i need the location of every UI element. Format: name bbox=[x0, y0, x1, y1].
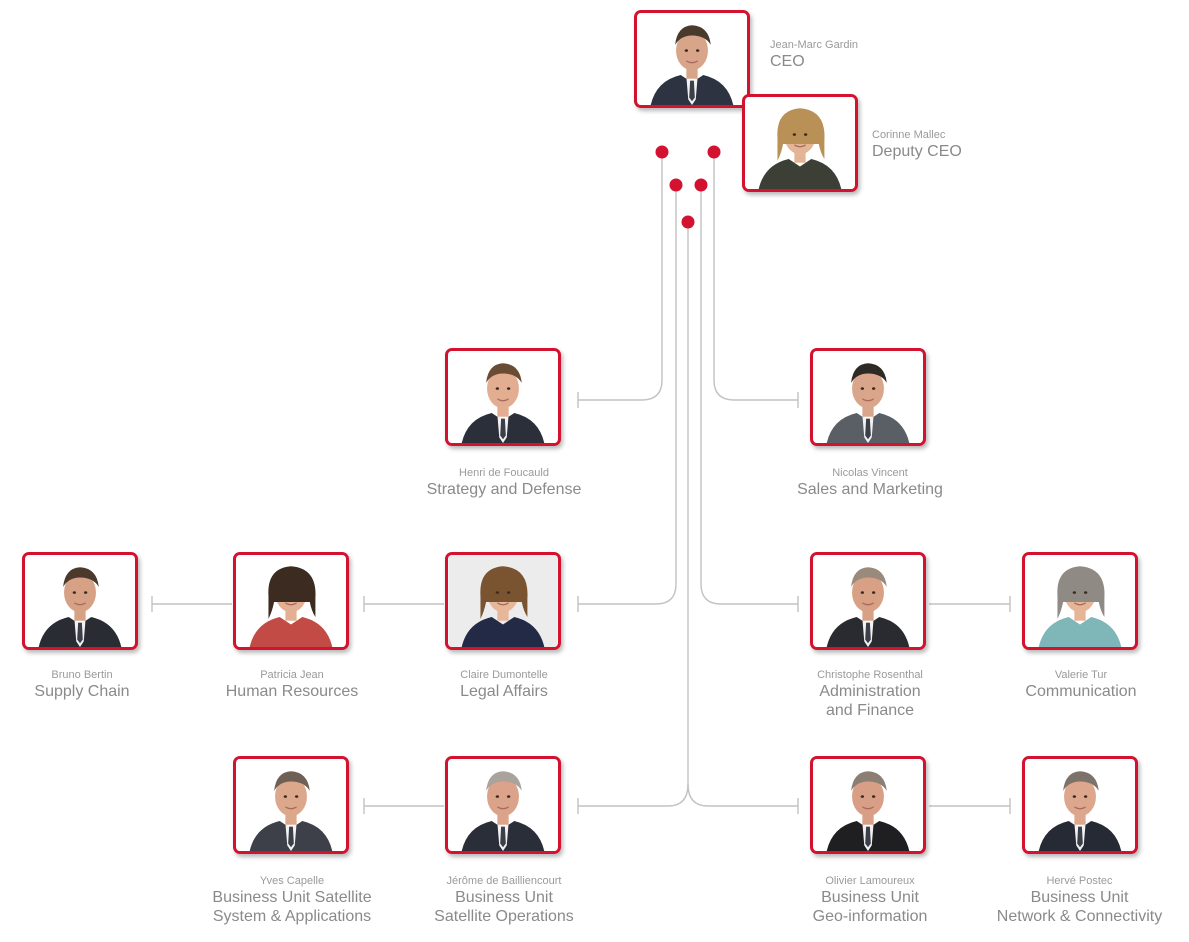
person-photo bbox=[22, 552, 138, 650]
person-photo bbox=[445, 552, 561, 650]
person-name: Patricia Jean bbox=[260, 669, 324, 681]
person-role-line: Deputy CEO bbox=[872, 143, 962, 160]
person-photo bbox=[634, 10, 750, 108]
person-name: Jérôme de Bailliencourt bbox=[446, 875, 562, 887]
portrait-6 bbox=[448, 555, 558, 647]
person-role-line: Network & Connectivity bbox=[996, 908, 1163, 925]
person-photo bbox=[810, 552, 926, 650]
portrait-8 bbox=[1025, 555, 1135, 647]
person-photo bbox=[233, 756, 349, 854]
person-role-line: Strategy and Defense bbox=[426, 481, 582, 498]
person-name: Hervé Postec bbox=[1046, 875, 1113, 887]
person-role-line: Business Unit bbox=[455, 889, 553, 906]
connector-dots bbox=[655, 145, 721, 229]
person-name: Corinne Mallec bbox=[872, 129, 946, 141]
connector-sales bbox=[713, 152, 798, 401]
connector-admin bbox=[700, 185, 798, 605]
person-role-line: Sales and Marketing bbox=[797, 481, 943, 498]
person-name: Valerie Tur bbox=[1054, 669, 1108, 681]
dot-strategy bbox=[655, 145, 669, 159]
person-role-line: and Finance bbox=[825, 702, 915, 719]
person-name: Nicolas Vincent bbox=[832, 467, 908, 479]
dot-legal bbox=[669, 178, 683, 192]
connector-bu bbox=[578, 222, 689, 807]
person-photo bbox=[445, 756, 561, 854]
person-role-line: Geo-information bbox=[812, 908, 928, 925]
person-role-line: Human Resources bbox=[225, 683, 359, 700]
person-photo bbox=[445, 348, 561, 446]
person-role-line: Business Unit bbox=[821, 889, 919, 906]
connector-bu-right bbox=[687, 783, 798, 807]
person-name: Henri de Foucauld bbox=[459, 467, 549, 479]
dot-business-units bbox=[681, 215, 695, 229]
portrait-10 bbox=[448, 759, 558, 851]
portrait-1 bbox=[745, 97, 855, 189]
person-name: Claire Dumontelle bbox=[460, 669, 548, 681]
person-photo bbox=[1022, 552, 1138, 650]
portrait-3 bbox=[813, 351, 923, 443]
dot-admin bbox=[694, 178, 708, 192]
connector-legal bbox=[578, 185, 677, 605]
person-role-line: Supply Chain bbox=[34, 683, 130, 700]
portrait-7 bbox=[813, 555, 923, 647]
person-role-line: Business Unit bbox=[1030, 889, 1129, 906]
person-name: Yves Capelle bbox=[259, 875, 325, 887]
person-role-line: Communication bbox=[1025, 683, 1137, 700]
connector-strategy bbox=[578, 152, 663, 401]
person-role-line: Legal Affairs bbox=[460, 683, 548, 700]
person-photo bbox=[810, 756, 926, 854]
portrait-9 bbox=[236, 759, 346, 851]
person-role-line: Satellite Operations bbox=[434, 908, 574, 925]
person-role-line: System & Applications bbox=[212, 908, 372, 925]
portrait-5 bbox=[236, 555, 346, 647]
portrait-2 bbox=[448, 351, 558, 443]
connector-lines bbox=[151, 152, 1011, 814]
person-role-line: CEO bbox=[770, 53, 805, 70]
person-role-line: Administration bbox=[819, 683, 921, 700]
person-name: Olivier Lamoureux bbox=[825, 875, 915, 887]
person-role-line: Business Unit Satellite bbox=[212, 889, 372, 906]
portrait-11 bbox=[813, 759, 923, 851]
dot-sales bbox=[707, 145, 721, 159]
portrait-4 bbox=[25, 555, 135, 647]
portrait-12 bbox=[1025, 759, 1135, 851]
person-photo bbox=[810, 348, 926, 446]
portrait-0 bbox=[637, 13, 747, 105]
person-name: Jean-Marc Gardin bbox=[770, 39, 859, 51]
person-name: Bruno Bertin bbox=[51, 669, 113, 681]
person-name: Christophe Rosenthal bbox=[817, 669, 923, 681]
person-photo bbox=[233, 552, 349, 650]
person-photo bbox=[1022, 756, 1138, 854]
person-photo bbox=[742, 94, 858, 192]
